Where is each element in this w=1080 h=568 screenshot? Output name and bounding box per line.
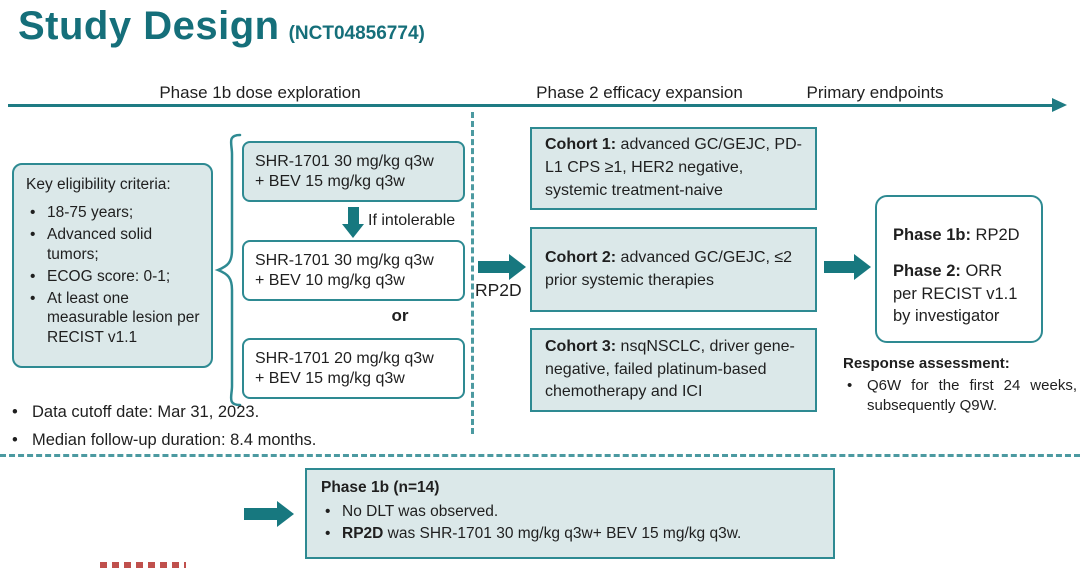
or-label: or — [391, 306, 409, 325]
eligibility-list: 18-75 years; Advanced solid tumors; ECOG… — [26, 203, 203, 347]
response-assessment: Response assessment: Q6W for the first 2… — [843, 354, 1077, 418]
eligibility-item: At least one measurable lesion per RECIS… — [26, 289, 203, 347]
dose-line: + BEV 10 mg/kg q3w — [255, 271, 405, 289]
result-item: RP2D was SHR-1701 30 mg/kg q3w+ BEV 15 m… — [321, 524, 819, 544]
dose-line: + BEV 15 mg/kg q3w — [255, 369, 405, 387]
endpoints-arrow-icon — [824, 254, 874, 280]
cohort-label: Cohort 3: — [545, 337, 617, 355]
cohort-text: nsqNSCLC, driver gene-negative, failed p… — [545, 337, 795, 401]
cohort-box-3: Cohort 3: nsqNSCLC, driver gene-negative… — [530, 328, 817, 412]
phase1b-result-box: Phase 1b (n=14) No DLT was observed. RP2… — [305, 468, 835, 559]
phase2-endpoint: Phase 2: ORR per RECIST v1.1 by investig… — [893, 262, 1018, 325]
brace-icon — [214, 133, 242, 407]
timeline-line — [8, 104, 1054, 107]
if-intolerable-arrow-icon — [342, 207, 365, 238]
phase2-header: Phase 2 efficacy expansion — [536, 83, 743, 102]
rp2d-arrow-icon — [478, 254, 528, 280]
cohort-box-1: Cohort 1: advanced GC/GEJC, PD-L1 CPS ≥1… — [530, 127, 817, 210]
eligibility-heading: Key eligibility criteria: — [26, 176, 171, 193]
rp2d-label: RP2D — [475, 280, 522, 300]
note-item: Data cutoff date: Mar 31, 2023. — [8, 402, 438, 424]
dose-box-2: SHR-1701 30 mg/kg q3w + BEV 10 mg/kg q3w — [242, 240, 465, 301]
cohort-label: Cohort 1: — [545, 136, 617, 154]
response-assessment-item: Q6W for the first 24 weeks, subsequently… — [843, 376, 1077, 416]
page-title: Study Design (NCT04856774) — [18, 4, 425, 49]
clipped-watermark — [100, 562, 186, 568]
dose-line: + BEV 15 mg/kg q3w — [255, 172, 405, 190]
dose-box-3: SHR-1701 20 mg/kg q3w + BEV 15 mg/kg q3w — [242, 338, 465, 399]
phase1b-header: Phase 1b dose exploration — [159, 83, 361, 102]
study-notes: Data cutoff date: Mar 31, 2023. Median f… — [8, 402, 438, 459]
cohort-text: advanced GC/GEJC, ≤2 prior systemic ther… — [545, 248, 793, 289]
cohort-label: Cohort 2: — [545, 248, 617, 266]
phase1b-endpoint: Phase 1b: RP2D — [893, 226, 1020, 244]
section-divider-dashed-line — [0, 454, 1080, 457]
phase-divider-dashed-line — [471, 112, 474, 434]
nct-number: (NCT04856774) — [288, 23, 425, 44]
result-arrow-icon — [244, 501, 294, 527]
if-intolerable-label: If intolerable — [368, 212, 456, 229]
eligibility-item: 18-75 years; — [26, 203, 203, 222]
result-item: No DLT was observed. — [321, 502, 819, 522]
eligibility-box: Key eligibility criteria: 18-75 years; A… — [12, 163, 213, 368]
cohort-box-2: Cohort 2: advanced GC/GEJC, ≤2 prior sys… — [530, 227, 817, 312]
dose-line: SHR-1701 30 mg/kg q3w — [255, 152, 434, 170]
cohort-text: advanced GC/GEJC, PD-L1 CPS ≥1, HER2 neg… — [545, 136, 802, 199]
timeline-arrowhead-icon — [1052, 98, 1067, 112]
eligibility-item: Advanced solid tumors; — [26, 225, 203, 263]
response-assessment-heading: Response assessment: — [843, 355, 1010, 372]
endpoints-header: Primary endpoints — [806, 83, 944, 102]
result-heading: Phase 1b (n=14) — [321, 479, 440, 496]
note-item: Median follow-up duration: 8.4 months. — [8, 430, 438, 452]
dose-line: SHR-1701 20 mg/kg q3w — [255, 349, 434, 367]
dose-line: SHR-1701 30 mg/kg q3w — [255, 251, 434, 269]
dose-box-1: SHR-1701 30 mg/kg q3w + BEV 15 mg/kg q3w — [242, 141, 465, 202]
endpoints-box: Phase 1b: RP2D Phase 2: ORR per RECIST v… — [875, 195, 1043, 343]
eligibility-item: ECOG score: 0-1; — [26, 267, 203, 286]
study-title: Study Design — [18, 4, 280, 48]
